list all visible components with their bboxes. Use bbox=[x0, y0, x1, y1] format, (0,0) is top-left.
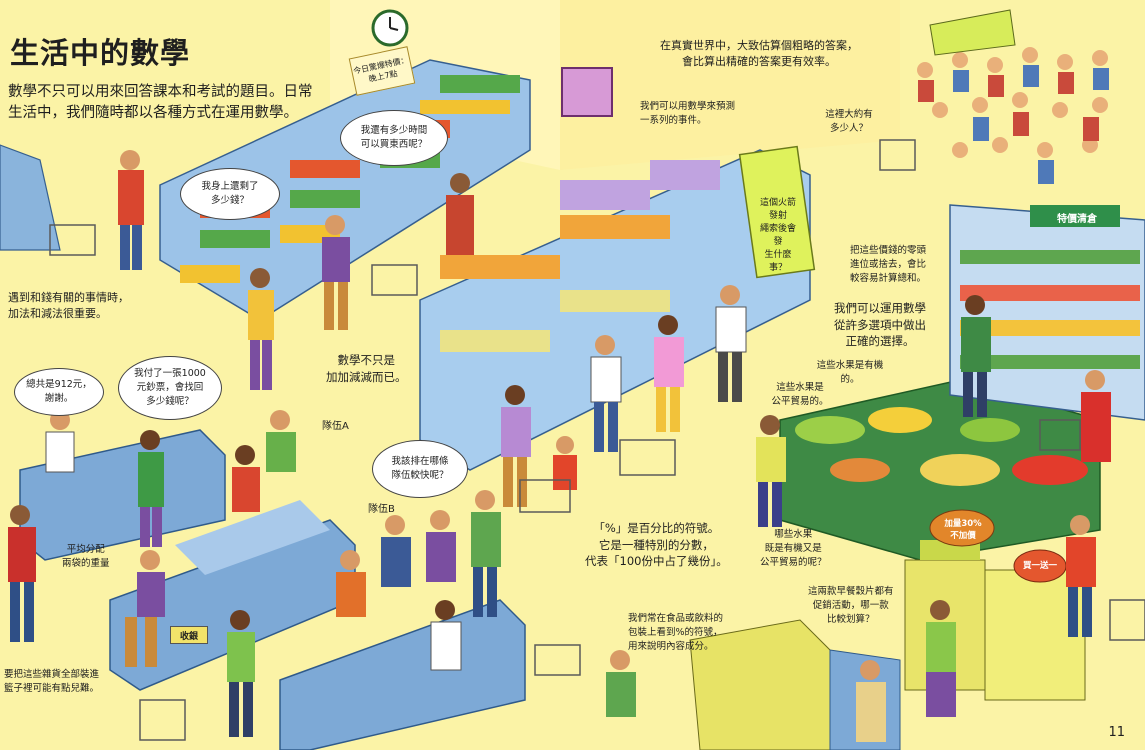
more-than-note: 數學不只是 加加減減而已。 bbox=[326, 353, 407, 384]
percent-note: 「%」是百分比的符號。 它是一種特別的分數， 代表「100份中占了幾份」。 bbox=[585, 521, 728, 569]
speech-bubble-change: 我付了一張1000 元鈔票，會找回 多少錢呢？ bbox=[118, 356, 222, 420]
speech-bubble-fair-trade: 這些水果是 公平貿易的。 bbox=[771, 382, 829, 407]
intro-text: 數學不只可以用來回答課本和考試的題目。日常生活中，我們隨時都以各種方式在運用數學… bbox=[8, 84, 313, 122]
speech-bubble-time-left: 我還有多少時間 可以買東西呢？ bbox=[340, 110, 448, 166]
shoppers bbox=[8, 150, 1111, 742]
compare-price-note: 把這些價錢的零頭 進位或捨去，會比 較容易計算總和。 bbox=[850, 245, 927, 284]
estimate-note: 在真實世界中，大致估算個粗略的答案， 會比算出精確的答案更有效率。 bbox=[660, 39, 858, 68]
fair-trade-question-note: 哪些水果 既是有機又是 公平貿易的呢？ bbox=[760, 529, 827, 568]
page-title: 生活中的數學 bbox=[10, 36, 191, 70]
add-subtract-note: 遇到和錢有關的事情時， 加法和減法很重要。 bbox=[8, 291, 129, 320]
choices-note: 我們可以運用數學 從許多選項中做出 正確的選擇。 bbox=[834, 301, 926, 349]
page-number: 11 bbox=[1108, 725, 1125, 741]
produce-display bbox=[779, 379, 1101, 561]
queue-a-label: 隊伍A bbox=[322, 421, 349, 432]
special-offer-sign: 特價清倉 bbox=[1057, 213, 1097, 225]
speech-bubble-rocket: 這個火箭發射 繩索後會發 生什麼事？ bbox=[760, 197, 797, 274]
speech-bubble-total: 總共是912元， 謝謝。 bbox=[14, 368, 104, 416]
clock-icon bbox=[371, 9, 409, 47]
discount-sign: 加量30% 不加價 bbox=[944, 519, 982, 541]
labels-percent-note: 我們常在食品或飲料的 包裝上看到%的符號， 用來說明內容成分。 bbox=[628, 613, 724, 652]
queue-b-label: 隊伍B bbox=[368, 504, 395, 515]
speech-bubble-how-many-people: 這裡大約有 多少人？ bbox=[825, 109, 873, 134]
crowd bbox=[917, 47, 1108, 158]
speech-bubble-organic: 這些水果是有機的。 bbox=[816, 360, 884, 385]
bag-tip-note: 要把這些雜貨全部裝進 籃子裡可能有點兒難。 bbox=[4, 669, 100, 694]
checkout-sign: 收銀 bbox=[170, 626, 208, 644]
split-bags-note: 平均分配 兩袋的重量 bbox=[62, 544, 110, 569]
buy-get-sign: 買一送一 bbox=[1022, 561, 1057, 571]
predict-note: 我們可以用數學來預測 一系列的事件。 bbox=[640, 101, 736, 126]
shopping-carts bbox=[49, 139, 1145, 741]
speech-bubble-which-queue: 我該排在哪條 隊伍較快呢？ bbox=[372, 440, 468, 498]
promo-question-note: 這兩款早餐穀片都有 促銷活動，哪一款 比較划算？ bbox=[808, 586, 894, 625]
speech-bubble-money-left: 我身上還剩了 多少錢？ bbox=[180, 168, 280, 220]
